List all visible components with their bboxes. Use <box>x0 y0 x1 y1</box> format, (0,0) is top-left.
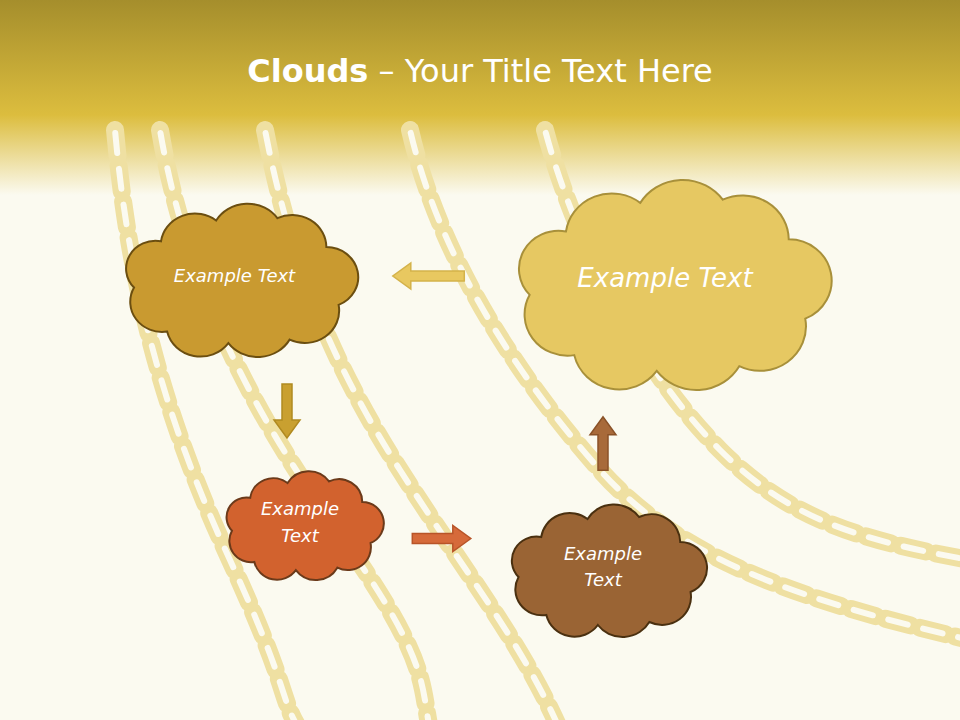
block-arrow <box>274 384 300 438</box>
cloud-shape: Example Text <box>500 497 706 637</box>
cloud-shape: Example Text <box>500 168 830 390</box>
cloud-shape: Example Text <box>112 195 357 357</box>
cloud-shape: Example Text <box>217 465 383 580</box>
arrow-shape <box>412 526 471 552</box>
cloud-outline <box>500 497 706 637</box>
arrow-shape <box>590 417 616 471</box>
arrow-shape <box>274 384 300 438</box>
cloud-text: Example Text <box>556 541 651 593</box>
block-arrow <box>412 526 471 552</box>
cloud-text: Example Text <box>174 263 295 289</box>
header-band <box>0 0 960 200</box>
cloud-outline <box>217 465 383 580</box>
cloud-text: Example Text <box>250 496 350 548</box>
block-arrow <box>393 263 465 289</box>
block-arrow <box>590 417 616 471</box>
slide-title: Clouds – Your Title Text Here <box>0 52 960 90</box>
cloud-text: Example Text <box>577 260 752 298</box>
arrow-shape <box>393 263 465 289</box>
